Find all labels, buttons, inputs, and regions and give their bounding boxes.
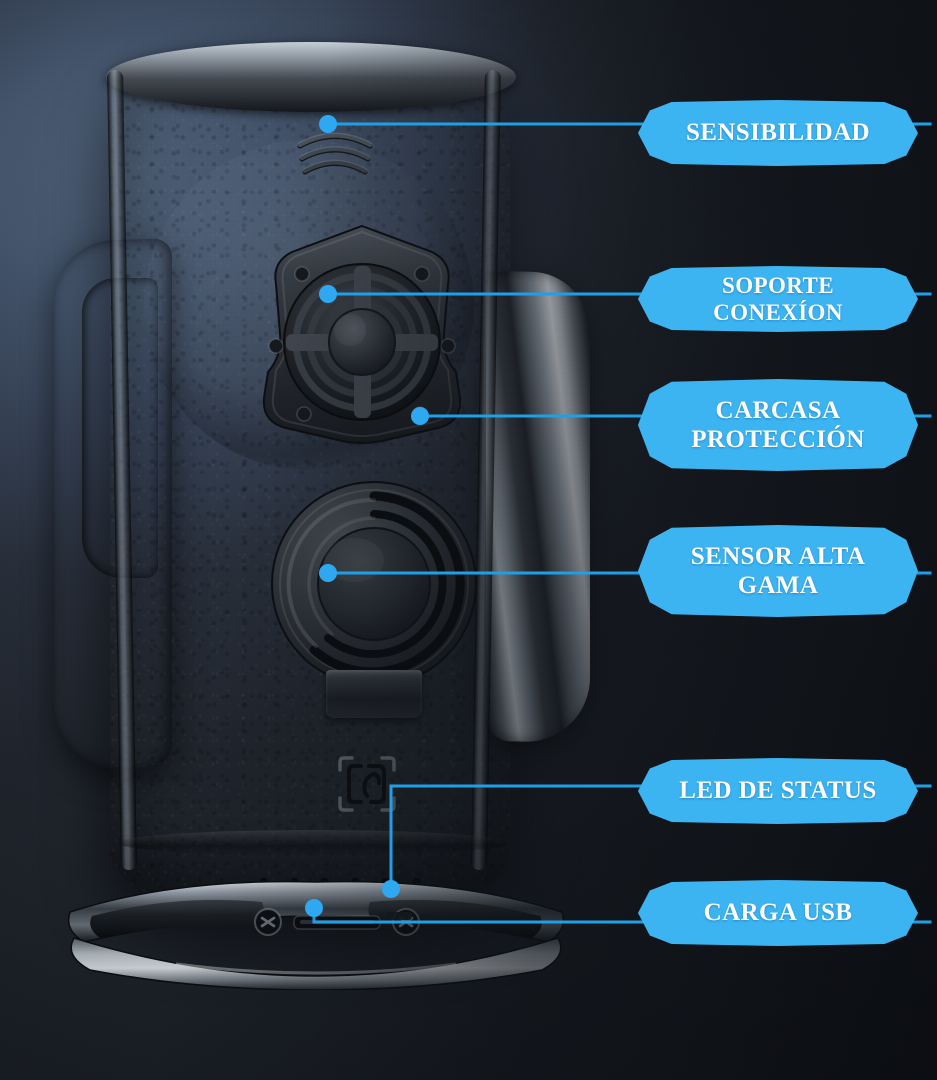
product-body-shell (110, 54, 510, 912)
ring-holder-tab (326, 670, 422, 718)
callout-label-carcasa-proteccion[interactable]: CARCASA PROTECCIÓN (638, 379, 918, 471)
callout-label-text: SOPORTE CONEXÍON (713, 272, 843, 325)
base-screw-left (254, 908, 282, 936)
top-rim-inner (118, 52, 504, 110)
callout-label-text: CARGA USB (703, 899, 853, 927)
callout-label-sensor-alta-gama[interactable]: SENSOR ALTA GAMA (638, 525, 918, 617)
product-image (48, 40, 608, 991)
callout-label-text-line1: CARCASA (715, 396, 841, 424)
top-chrome-rim (106, 42, 516, 112)
callout-label-sensibilidad[interactable]: SENSIBILIDAD (638, 100, 918, 166)
vent-mount-plate (246, 222, 478, 450)
callout-label-text-line1: SENSOR ALTA (690, 542, 866, 570)
callout-label-text: LED DE STATUS (679, 777, 877, 805)
callout-label-led-de-status[interactable]: LED DE STATUS (638, 758, 918, 824)
nfc-wireless-icon (336, 752, 398, 816)
callout-label-soporte-conexion[interactable]: SOPORTE CONEXÍON (638, 266, 918, 332)
callout-label-text-line2: GAMA (737, 572, 819, 599)
right-grip-arm (486, 270, 590, 744)
chrome-base (56, 872, 576, 991)
callout-label-text-line2: PROTECCIÓN (691, 426, 865, 453)
magnetic-ring-holder (270, 480, 478, 688)
callout-label-text: SENSIBILIDAD (685, 119, 871, 147)
status-led (386, 912, 412, 920)
lower-bevel-line (118, 830, 508, 856)
sensitivity-wave-icon (296, 128, 374, 180)
callout-label-carga-usb[interactable]: CARGA USB (638, 880, 918, 946)
usb-charge-port (293, 915, 381, 930)
